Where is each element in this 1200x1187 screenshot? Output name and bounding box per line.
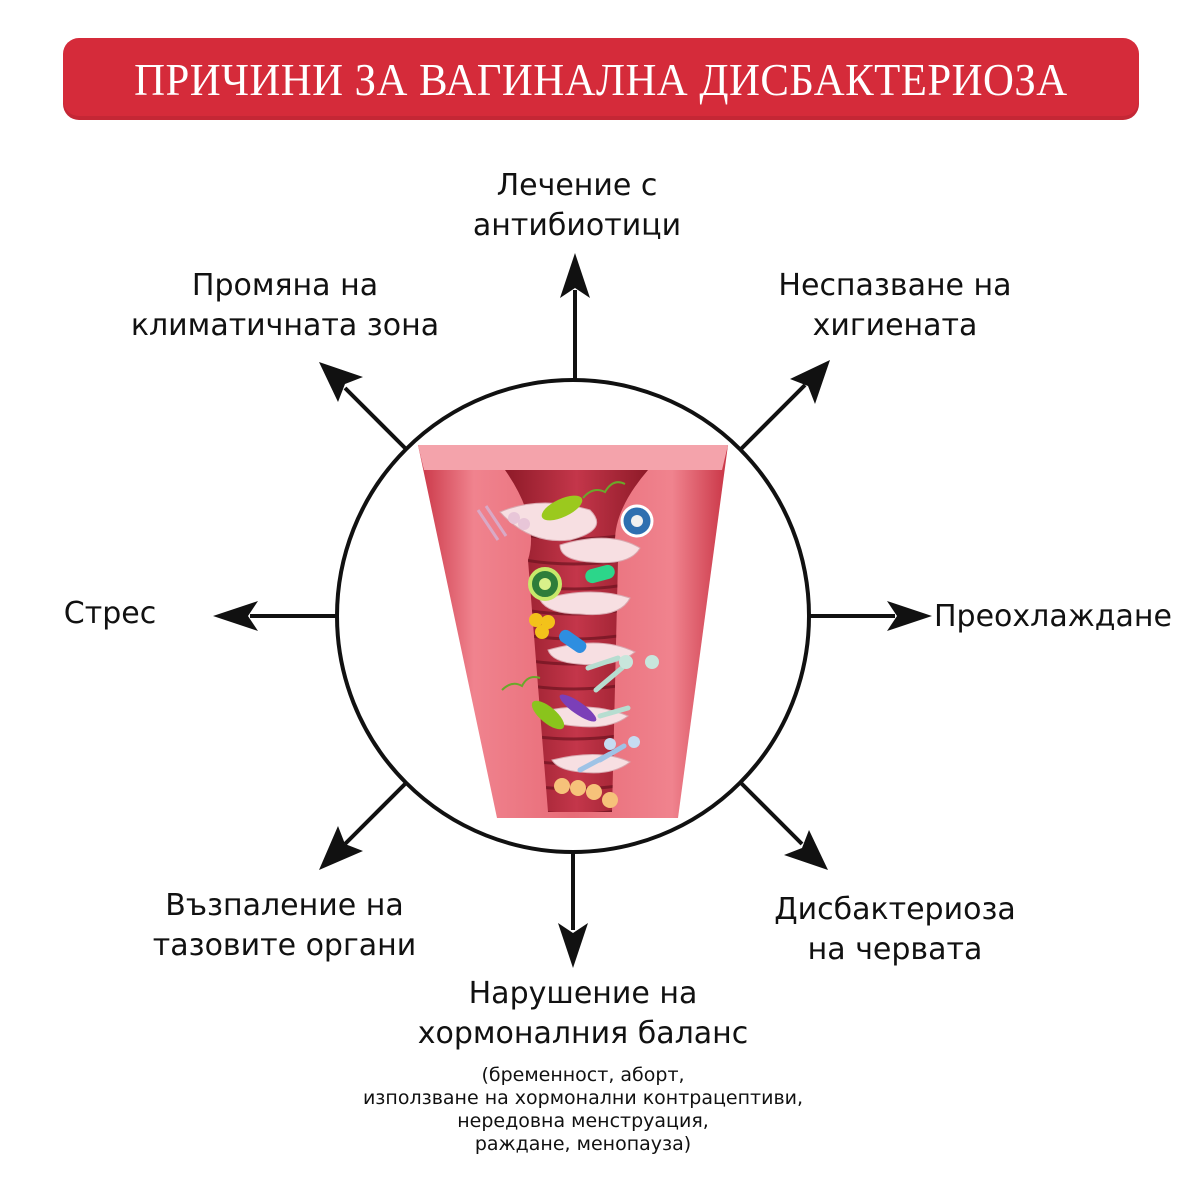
cause-climate-change: Промяна на климатичната зона — [95, 266, 475, 346]
details-line3: нередовна менструация, — [457, 1110, 709, 1132]
cause-hypothermia-line1: Преохлаждане — [934, 599, 1172, 634]
cause-pelvic-inflammation-line1: Възпаление на — [165, 888, 404, 923]
arrow-top-right — [738, 360, 830, 452]
cause-intestinal-dysbiosis-line1: Дисбактериоза — [774, 892, 1016, 927]
arrow-left — [213, 601, 337, 631]
cause-intestinal-dysbiosis-line2: на червата — [807, 932, 983, 967]
cause-pelvic-inflammation: Възпаление на тазовите органи — [112, 886, 457, 966]
arrow-bottom-right — [738, 780, 828, 870]
page-title: ПРИЧИНИ ЗА ВАГИНАЛНА ДИСБАКТЕРИОЗА — [134, 53, 1068, 105]
cause-pelvic-inflammation-line2: тазовите органи — [152, 928, 417, 963]
cause-hormonal-imbalance-line1: Нарушение на — [468, 976, 698, 1011]
cause-antibiotics-line1: Лечение с — [496, 168, 658, 203]
microbes — [476, 481, 659, 808]
title-banner: ПРИЧИНИ ЗА ВАГИНАЛНА ДИСБАКТЕРИОЗА — [63, 38, 1139, 120]
arrows — [213, 253, 932, 968]
arrow-bottom — [558, 852, 588, 968]
cause-antibiotics: Лечение с антибиотици — [427, 166, 727, 246]
vaginal-canal-illustration — [418, 445, 728, 818]
hormonal-imbalance-details: (бременност, аборт, използване на хормон… — [318, 1064, 848, 1156]
cause-stress: Стрес — [40, 594, 180, 634]
cause-hypothermia: Преохлаждане — [934, 597, 1192, 637]
cause-antibiotics-line2: антибиотици — [472, 208, 682, 243]
arrow-top-left — [319, 362, 409, 452]
cause-hygiene-line1: Неспазване на — [778, 268, 1012, 303]
cause-hygiene-line2: хигиената — [812, 308, 978, 343]
arrow-top — [560, 253, 590, 380]
arrow-right — [808, 601, 932, 631]
arrow-bottom-left — [319, 780, 409, 870]
tissue-rim — [418, 445, 728, 470]
cause-intestinal-dysbiosis: Дисбактериоза на червата — [740, 890, 1050, 970]
cause-hormonal-imbalance-line2: хормоналния баланс — [417, 1016, 749, 1051]
cause-hygiene: Неспазване на хигиената — [740, 266, 1050, 346]
cause-climate-change-line2: климатичната зона — [130, 308, 440, 343]
cause-climate-change-line1: Промяна на — [191, 268, 379, 303]
details-line2: използване на хормонални контрацептиви, — [362, 1087, 804, 1109]
cause-hormonal-imbalance: Нарушение на хормоналния баланс — [383, 974, 783, 1054]
details-line4: раждане, менопауза) — [474, 1133, 692, 1155]
details-line1: (бременност, аборт, — [481, 1064, 685, 1086]
cause-stress-line1: Стрес — [63, 596, 157, 631]
